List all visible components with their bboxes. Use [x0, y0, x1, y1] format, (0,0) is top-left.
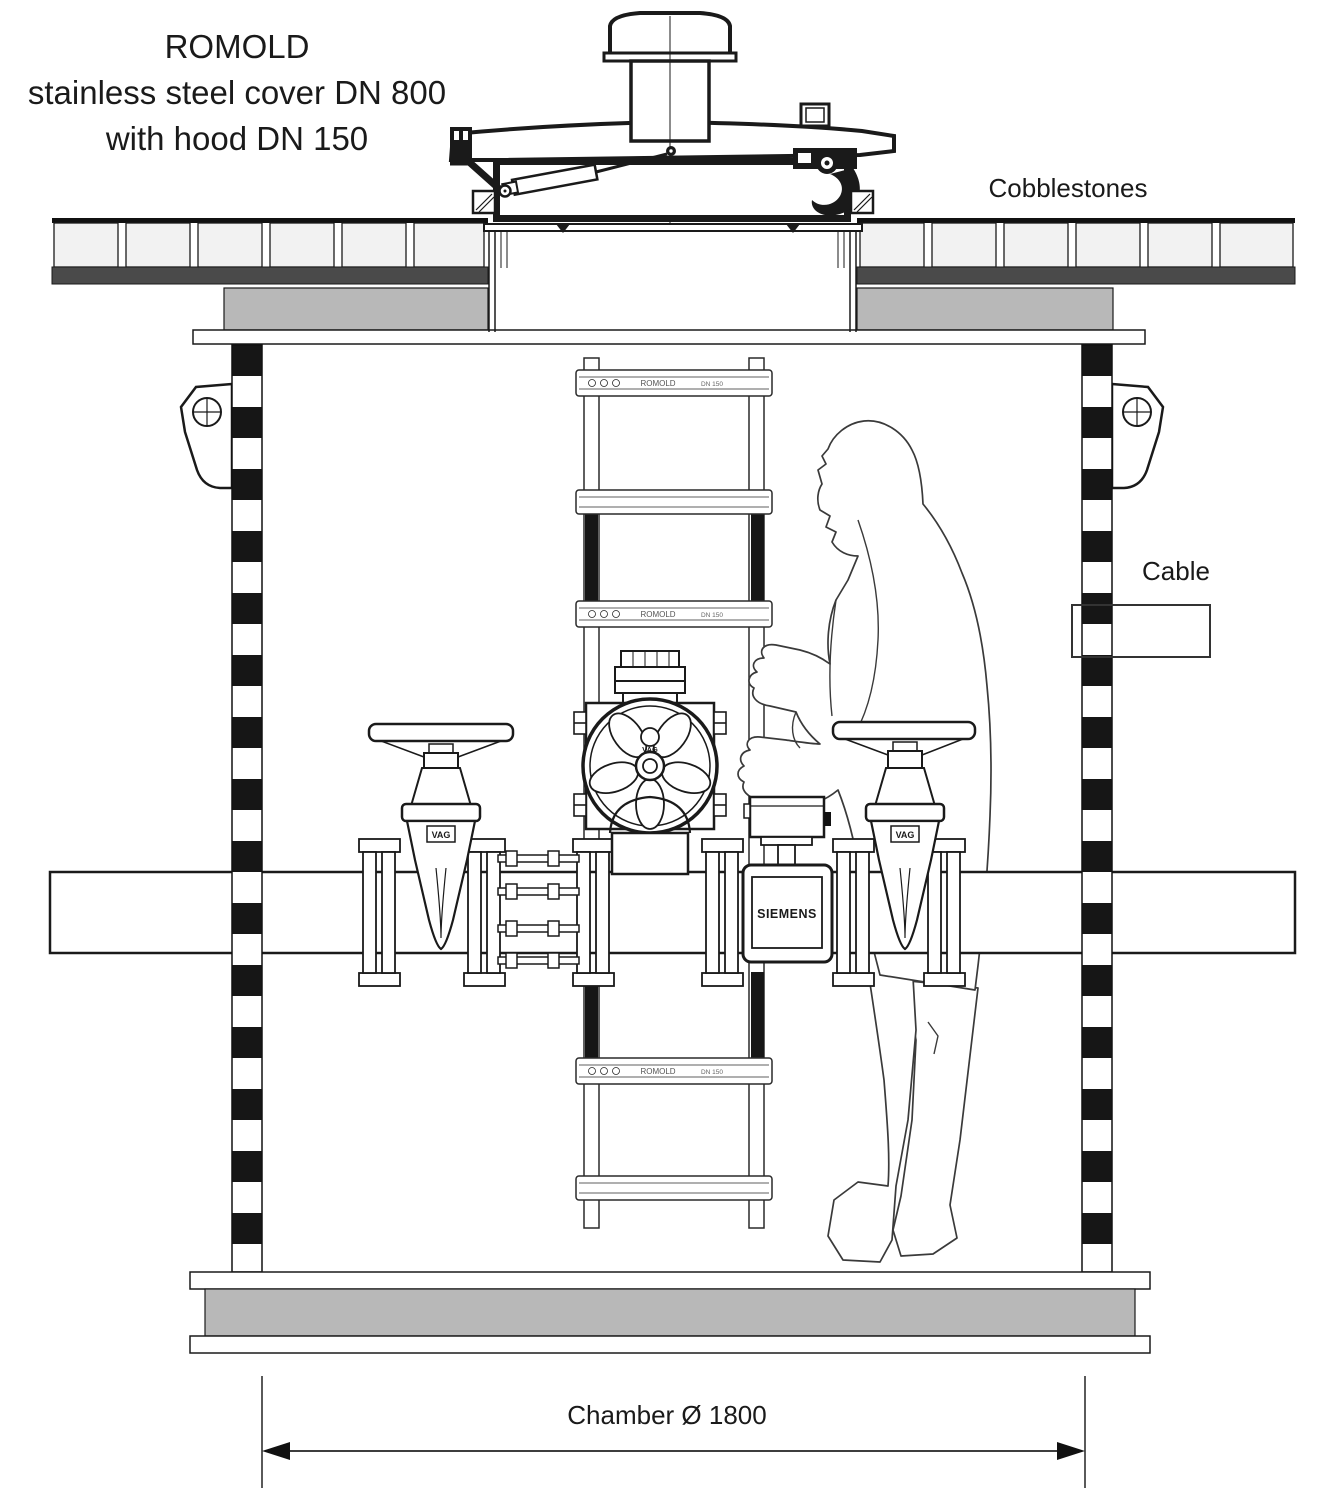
cable-duct: [1071, 604, 1211, 658]
cobblestone-row-left: [53, 222, 485, 268]
bottom-slab: [189, 1271, 1151, 1354]
top-slab-right: [856, 287, 1114, 331]
title-line-2: stainless steel cover DN 800: [28, 74, 446, 111]
top-slab-left: [223, 287, 489, 331]
valve-body-left: [405, 819, 477, 951]
ladder-size-text: DN 150: [701, 381, 723, 388]
valve-riser: [610, 831, 690, 876]
cover-neck: [488, 231, 857, 332]
cobblestone-row-right: [859, 222, 1294, 268]
dimension-chamber: Chamber Ø 1800: [261, 1376, 1086, 1488]
flow-meter: SIEMENS: [741, 795, 834, 964]
valve-bonnet-left: [409, 767, 473, 807]
cobble-top-line-left: [52, 218, 488, 223]
dim-arrow-left: [262, 1442, 290, 1460]
cover-stop-block-inner: [805, 107, 825, 123]
cover-assembly: [448, 11, 896, 332]
ladder-size-text: DN 150: [701, 612, 723, 619]
flow-meter-transmitter: [748, 795, 826, 839]
title-line-1: ROMOLD: [165, 28, 310, 65]
dim-arrow-right: [1057, 1442, 1085, 1460]
ladder-size-text: DN 150: [701, 1069, 723, 1076]
worker-detail-lines: [791, 519, 939, 1055]
cover-stop-block: [799, 102, 831, 128]
cobble-top-line-right: [857, 218, 1295, 223]
cable-label: Cable: [1142, 556, 1210, 586]
valve-brand-center: VAG: [642, 745, 658, 754]
worker-back-leg: [892, 979, 979, 1257]
valve-brand-right: VAG: [896, 830, 915, 840]
rim-notch-right: [786, 224, 800, 233]
valve-bell: [608, 795, 692, 834]
cover-frame: [493, 158, 851, 222]
handwheel-right: [831, 720, 977, 741]
ground-layers: [51, 218, 1296, 345]
gate-valve-left: VAG: [367, 722, 515, 951]
center-valve: VAG: [573, 650, 727, 876]
bottom-rim-top: [189, 1271, 1151, 1290]
chamber-top-rim: [192, 329, 1146, 345]
valve-bonnet-right: [873, 767, 937, 807]
flow-meter-brand: SIEMENS: [757, 907, 817, 921]
gate-valve-right: VAG: [831, 720, 977, 951]
anchor-blocks: [471, 189, 875, 215]
valve-brand-left: VAG: [432, 830, 451, 840]
hinge-bracket: [450, 127, 508, 197]
title-block: ROMOLD stainless steel cover DN 800 with…: [28, 28, 446, 157]
latch-mechanism: [793, 148, 860, 216]
flange-pairs: [358, 838, 966, 987]
road-base-left: [51, 266, 489, 285]
ladder-brand-text: ROMOLD: [640, 1067, 675, 1076]
ladder-joint-bars: [585, 514, 764, 1060]
title-line-3: with hood DN 150: [105, 120, 368, 157]
valve-body-right: [869, 819, 941, 951]
bottom-slab-core: [204, 1288, 1136, 1337]
ladder: ROMOLD DN 150 ROMOLD DN 150 ROMOLD DN 15…: [575, 357, 773, 1229]
chamber-dimension-label: Chamber Ø 1800: [567, 1400, 766, 1430]
gas-spring-strut: [498, 146, 676, 198]
chamber-wall-left: [231, 344, 263, 1273]
ladder-brand-text: ROMOLD: [640, 610, 675, 619]
chamber-wall-right: [1081, 344, 1113, 1273]
cobblestones-label: Cobblestones: [989, 173, 1148, 203]
bottom-rim-bottom: [189, 1335, 1151, 1354]
ladder-rung-labels: ROMOLD DN 150 ROMOLD DN 150 ROMOLD DN 15…: [640, 379, 723, 1076]
ladder-rungs: [575, 369, 773, 1201]
ladder-brand-text: ROMOLD: [640, 379, 675, 388]
dismantling-joint: [497, 850, 580, 969]
handwheel-left: [367, 722, 515, 743]
road-base-right: [856, 266, 1296, 285]
plate-corner-bolts: [573, 711, 727, 817]
cover-seating-rim: [483, 223, 863, 232]
rim-notch-left: [556, 224, 570, 233]
chamber-walls: [179, 344, 1211, 1273]
